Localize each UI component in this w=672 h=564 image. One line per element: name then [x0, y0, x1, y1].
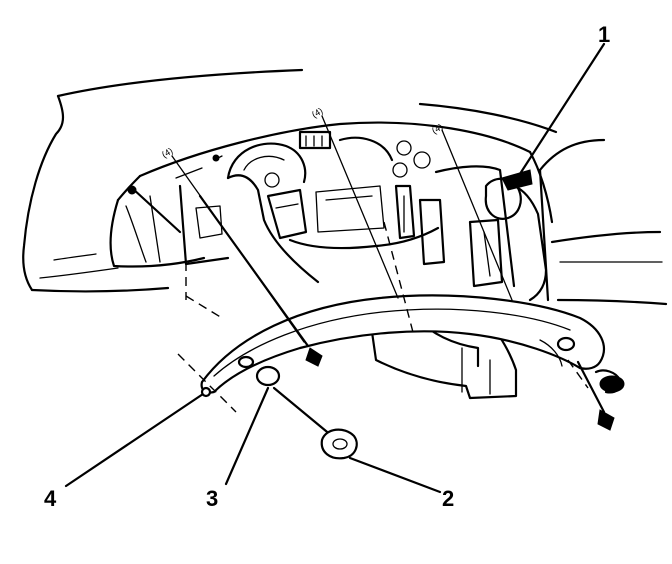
alignment-lines: [177, 221, 589, 413]
callout-leaders: [64, 42, 606, 494]
knob-and-cap: [255, 365, 358, 460]
dash-upper-pad: [22, 68, 558, 293]
right-side-pod: [484, 138, 668, 306]
part-tag: (4): [160, 146, 175, 160]
part-tag: (4): [430, 122, 445, 136]
instrument-panel-carrier: [109, 121, 554, 302]
callout-2: 2: [442, 486, 454, 511]
callout-1: 1: [598, 22, 610, 47]
callout-3: 3: [206, 486, 218, 511]
callout-4: 4: [44, 486, 57, 511]
part-tags: (4) (4) (4): [160, 106, 513, 343]
part-tag: (4): [310, 106, 325, 120]
instrument-gauges: [175, 130, 431, 188]
